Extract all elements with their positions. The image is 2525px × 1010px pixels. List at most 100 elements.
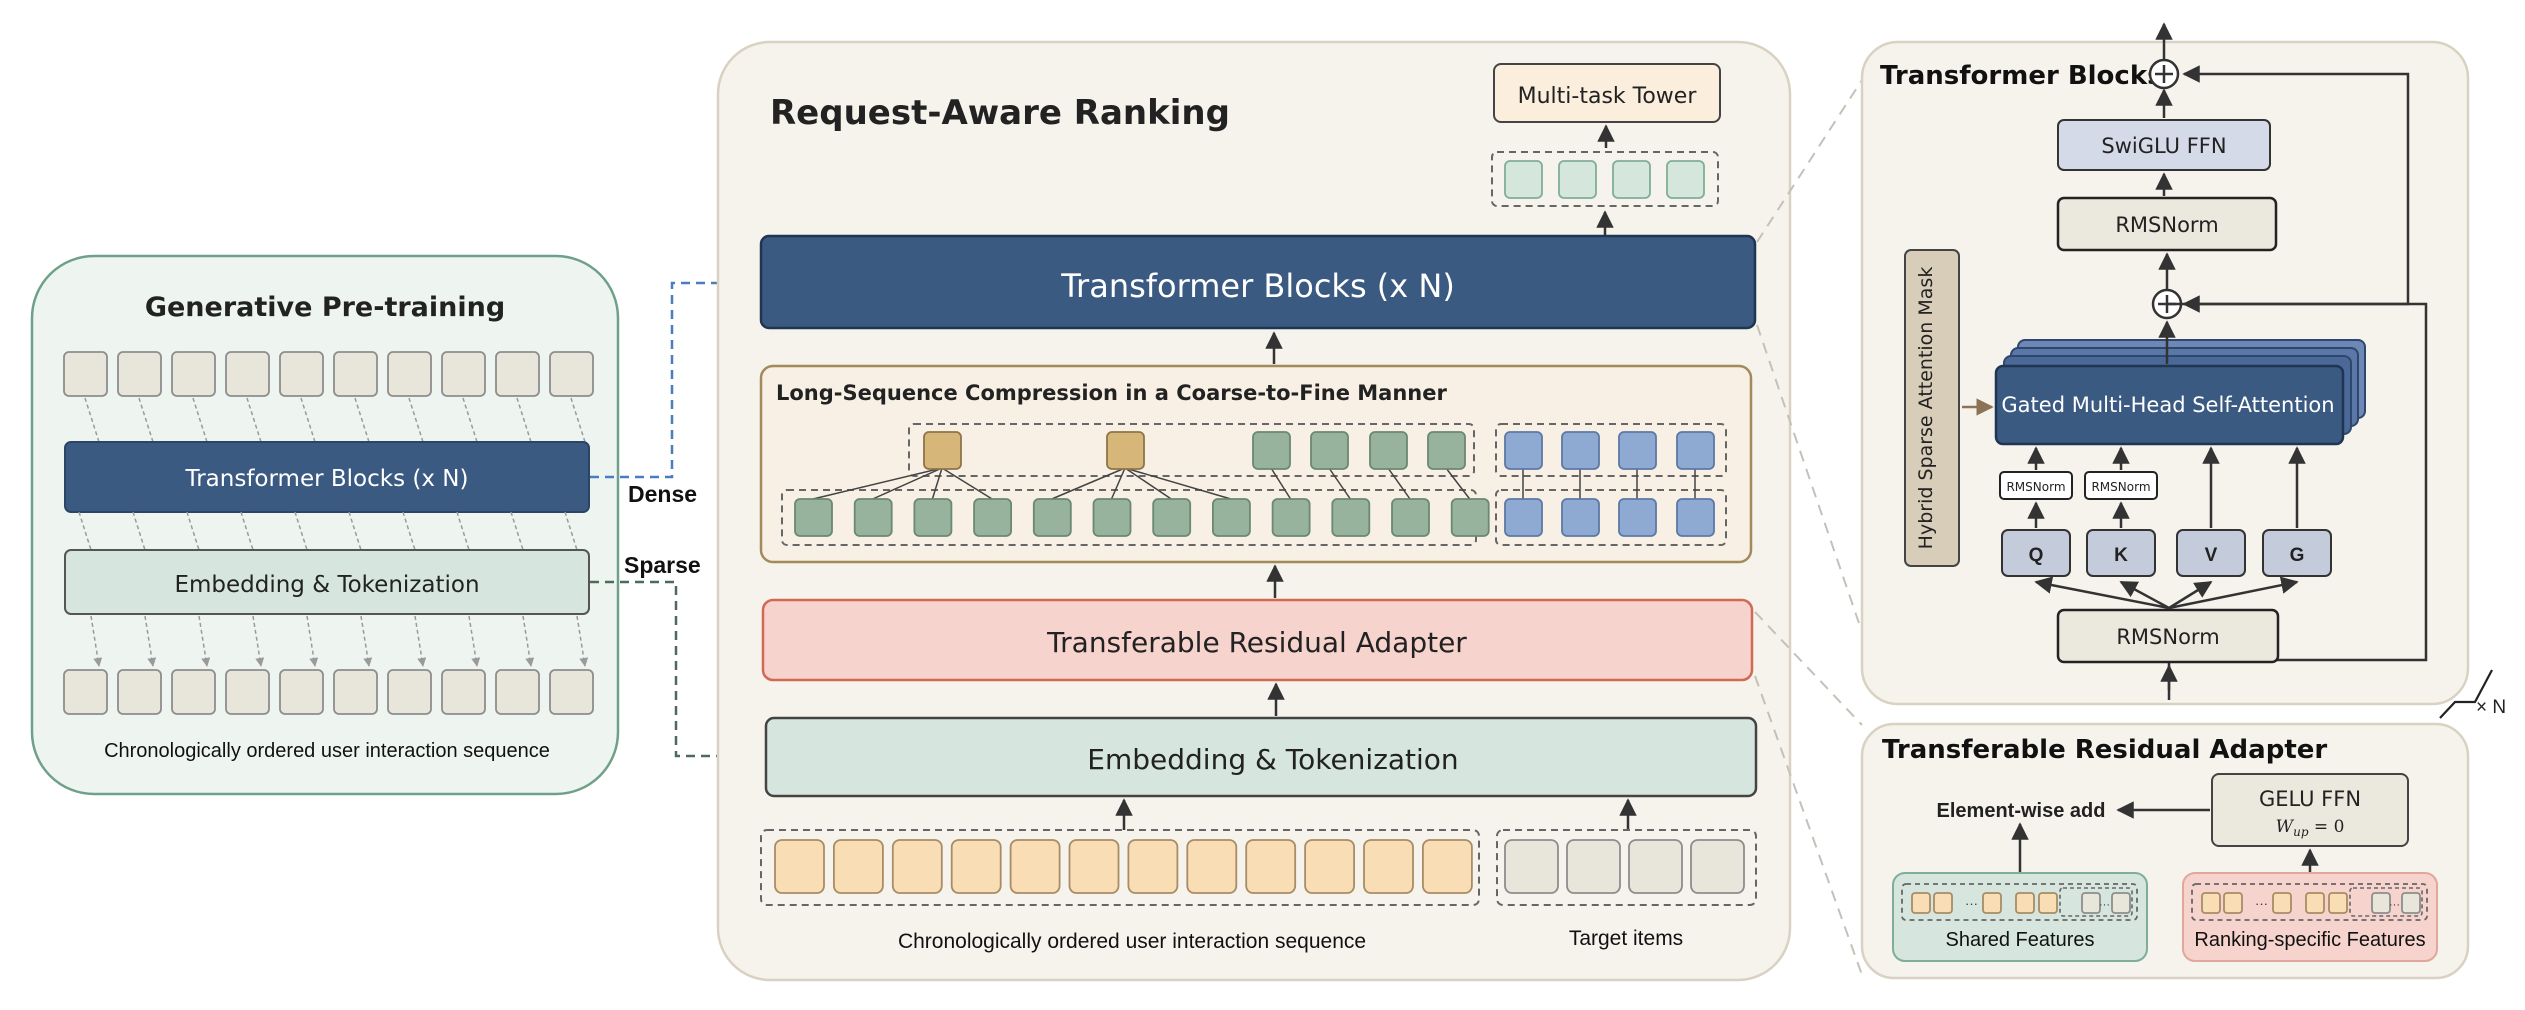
pretrain-input-token bbox=[441, 669, 486, 715]
pretrain-input-token bbox=[495, 669, 540, 715]
input-sequence-token bbox=[833, 839, 884, 894]
gate-projection-block bbox=[2262, 529, 2332, 577]
pretrain-bottom-arrow bbox=[90, 615, 103, 667]
mini-ellipsis: ··· bbox=[1965, 896, 1978, 911]
pretrain-top-connector bbox=[84, 397, 100, 443]
rmsnorm-top-block bbox=[2056, 196, 2278, 252]
pretrain-top-connector bbox=[408, 397, 424, 443]
pretrain-top-connector bbox=[138, 397, 154, 443]
pretrain-bottom-arrow bbox=[360, 615, 373, 667]
attention-block bbox=[1994, 364, 2345, 446]
ffn-weight-value: = 0 bbox=[2309, 817, 2345, 837]
pretrain-top-connector bbox=[246, 397, 262, 443]
sparse-mask-label: Hybrid Sparse Attention Mask bbox=[1915, 267, 1937, 550]
ranking-panel: Request-Aware Ranking Multi-task Tower T… bbox=[716, 40, 1792, 982]
mini-sequence-token bbox=[2038, 892, 2058, 914]
compression-connector bbox=[1110, 467, 1126, 500]
mini-target-token bbox=[2401, 892, 2421, 914]
fine-target-group bbox=[1495, 489, 1727, 546]
mini-sequence-token bbox=[2272, 892, 2292, 914]
target-item-tokens bbox=[1504, 839, 1745, 894]
dense-connection: Dense bbox=[590, 274, 759, 507]
attention-label: Gated Multi-Head Self-Attention bbox=[2001, 393, 2334, 417]
mini-ellipsis: ··· bbox=[2255, 896, 2268, 911]
pretrain-output-token bbox=[333, 351, 378, 397]
mini-sequence-token bbox=[2305, 892, 2325, 914]
pretrain-bottom-token-row bbox=[63, 669, 594, 715]
pretrain-input-token bbox=[279, 669, 324, 715]
pretrain-top-connector bbox=[192, 397, 208, 443]
pretrain-input-token bbox=[549, 669, 594, 715]
shared-target-group bbox=[2059, 887, 2133, 917]
input-sequence-group bbox=[760, 829, 1480, 906]
input-sequence-token bbox=[1422, 839, 1473, 894]
pretrain-bottom-arrow bbox=[144, 615, 157, 667]
input-sequence-token bbox=[950, 839, 1002, 894]
pretrain-bottom-arrow bbox=[468, 615, 481, 667]
sparse-label: Sparse bbox=[624, 552, 701, 578]
compression-connector bbox=[1387, 467, 1411, 500]
pretrain-output-token bbox=[171, 351, 216, 397]
input-sequence-token bbox=[1127, 839, 1179, 894]
fine-sequence-token bbox=[1032, 498, 1072, 537]
input-sequence-token bbox=[1304, 839, 1355, 894]
pretrain-top-connector bbox=[462, 397, 478, 443]
compression-tokens bbox=[794, 431, 1715, 537]
compression-connector bbox=[1124, 467, 1232, 500]
mini-sequence-token bbox=[2328, 892, 2348, 914]
shared-features-group bbox=[1901, 883, 2138, 921]
pretrain-panel: Generative Pre-training Transformer Bloc… bbox=[30, 254, 620, 796]
adapter-detail-title: Transferable Residual Adapter bbox=[1882, 735, 2327, 765]
input-sequence-token bbox=[1186, 839, 1238, 894]
ranking-features-label: Ranking-specific Features bbox=[2194, 929, 2425, 951]
query-projection-block bbox=[2001, 529, 2071, 577]
input-sequence-token bbox=[1009, 839, 1061, 894]
mini-sequence-token bbox=[2223, 892, 2243, 914]
fine-target-token bbox=[1561, 498, 1600, 537]
k-label: K bbox=[2114, 545, 2128, 566]
shared-features-label: Shared Features bbox=[1946, 929, 2095, 951]
pretrain-caption: Chronologically ordered user interaction… bbox=[104, 740, 550, 762]
sequence-caption: Chronologically ordered user interaction… bbox=[898, 930, 1366, 953]
target-token bbox=[1618, 431, 1657, 470]
mini-sequence-token bbox=[1933, 892, 1953, 914]
g-label: G bbox=[2290, 545, 2305, 566]
fine-sequence-token bbox=[913, 498, 953, 537]
ffn-weight-init: Wup = 0 bbox=[2276, 817, 2345, 839]
pretrain-bottom-arrow bbox=[306, 615, 319, 667]
pretrain-output-token bbox=[495, 351, 540, 397]
compressed-coarse-group bbox=[908, 423, 1475, 477]
recent-token bbox=[1310, 431, 1349, 470]
adapter-block bbox=[761, 598, 1754, 682]
pretrain-embedding-label: Embedding & Tokenization bbox=[174, 572, 479, 598]
fine-sequence-token bbox=[1331, 498, 1371, 537]
transformer-detail-title: Transformer Blocks bbox=[1880, 61, 2163, 91]
pretrain-top-connector bbox=[570, 397, 586, 443]
pretrain-bottom-arrow bbox=[414, 615, 427, 667]
compression-connector bbox=[812, 467, 943, 500]
mini-target-token bbox=[2081, 892, 2101, 914]
pretrain-bottom-arrow bbox=[198, 615, 211, 667]
key-projection-block bbox=[2086, 529, 2156, 577]
pretrain-top-token-row bbox=[63, 351, 594, 397]
zoom-guide-lines bbox=[1754, 79, 1863, 976]
k-rmsnorm-block bbox=[2084, 471, 2158, 500]
compression-connectors bbox=[812, 467, 1696, 500]
compression-connector bbox=[1124, 467, 1172, 500]
ranking-transformer-label: Transformer Blocks (x N) bbox=[1060, 267, 1455, 305]
ffn-weight-subscript: up bbox=[2293, 825, 2309, 839]
input-sequence-token bbox=[774, 839, 825, 894]
coarse-compressed-token bbox=[923, 431, 962, 470]
fine-sequence-token bbox=[853, 498, 893, 537]
target-item-token bbox=[1566, 839, 1621, 894]
multitask-tower-block bbox=[1493, 63, 1721, 123]
pretrain-bottom-arrows bbox=[90, 615, 589, 667]
fine-target-token bbox=[1504, 498, 1543, 537]
gelu-ffn-block bbox=[2211, 773, 2409, 847]
rmsnorm-bottom-block bbox=[2056, 608, 2280, 664]
fine-sequence-token bbox=[1212, 498, 1251, 537]
compression-connector bbox=[931, 467, 943, 500]
swiglu-ffn-label: SwiGLU FFN bbox=[2101, 134, 2226, 158]
pretrain-transformer-block bbox=[64, 441, 590, 513]
